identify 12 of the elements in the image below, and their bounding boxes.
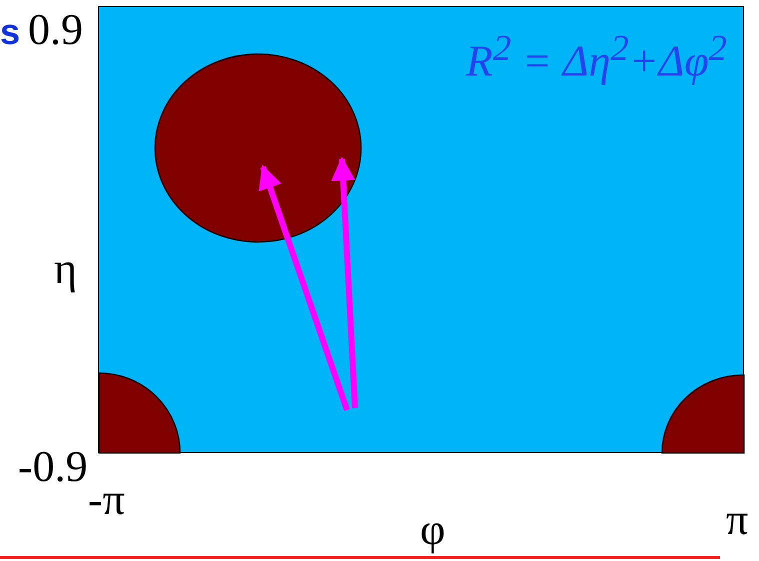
tick-label: -π: [88, 478, 125, 522]
tick-label: 0.9: [28, 8, 83, 52]
eta-phi-plane: [98, 6, 744, 453]
jet-cone-disk: [154, 53, 362, 243]
tick-label: π: [726, 498, 748, 542]
axis-label: s: [0, 14, 20, 50]
axis-label: φ: [420, 508, 446, 552]
jet-cone-quarter: [98, 372, 180, 453]
formula: R$^{2}$ = Δη$^{2}$+Δφ$^{2}$: [466, 29, 727, 85]
tick-label: -0.9: [18, 445, 88, 489]
jet-cone-quarter: [662, 374, 744, 453]
axis-label: η: [54, 247, 78, 291]
